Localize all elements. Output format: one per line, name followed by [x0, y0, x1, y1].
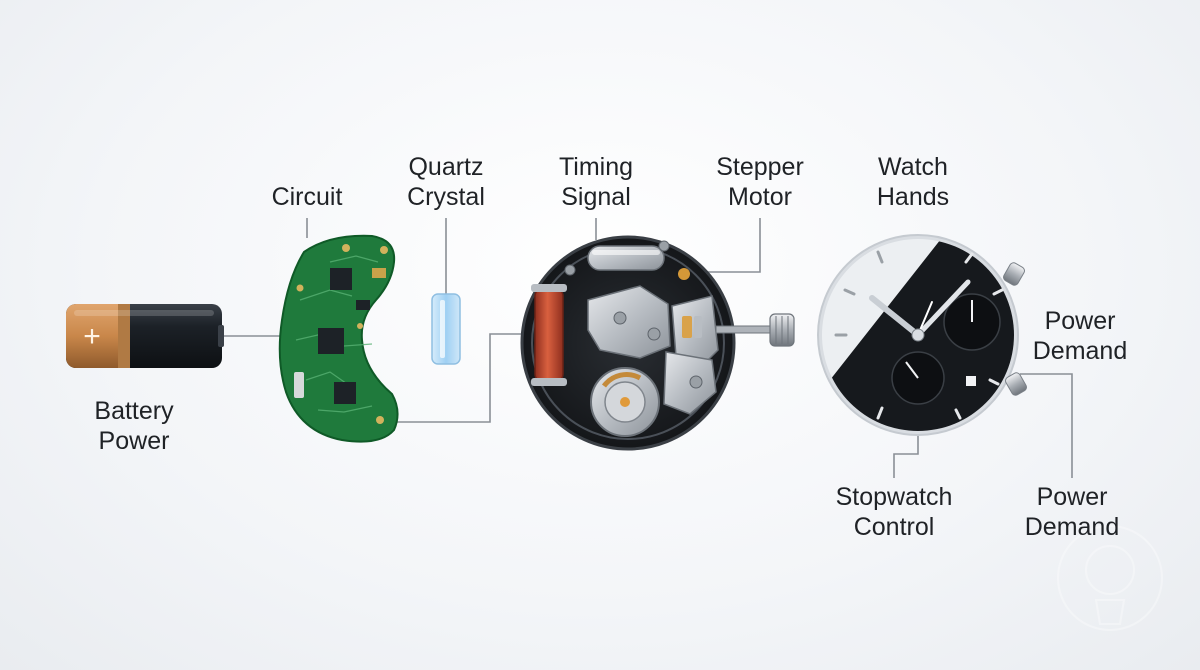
connector-lines: [222, 218, 1073, 478]
label-stopwatch-control: Stopwatch Control: [835, 483, 953, 541]
circuit-board: [278, 234, 399, 443]
connector-circuit-movement: [392, 333, 526, 423]
battery: +: [66, 304, 224, 368]
connector-stepper-label: [690, 218, 761, 273]
label-battery-power: Battery Power: [94, 397, 174, 455]
battery-plus-icon: +: [83, 320, 101, 353]
label-timing-signal: Timing Signal: [558, 153, 634, 211]
quartz-movement: [520, 235, 795, 451]
watch-dial: [817, 234, 1027, 436]
label-quartz-crystal: Quartz Crystal: [407, 153, 485, 211]
label-stepper-motor: Stepper Motor: [716, 153, 804, 211]
connector-power-demand-bottom: [1020, 373, 1073, 478]
label-circuit: Circuit: [271, 183, 343, 211]
label-power-demand-right: Power Demand: [1032, 307, 1128, 365]
quartz-crystal: [431, 293, 461, 365]
watch-logo-watermark: [1057, 525, 1163, 631]
label-power-demand-bottom: Power Demand: [1024, 483, 1120, 541]
label-watch-hands: Watch Hands: [876, 153, 950, 211]
connector-stopwatch: [893, 425, 919, 478]
